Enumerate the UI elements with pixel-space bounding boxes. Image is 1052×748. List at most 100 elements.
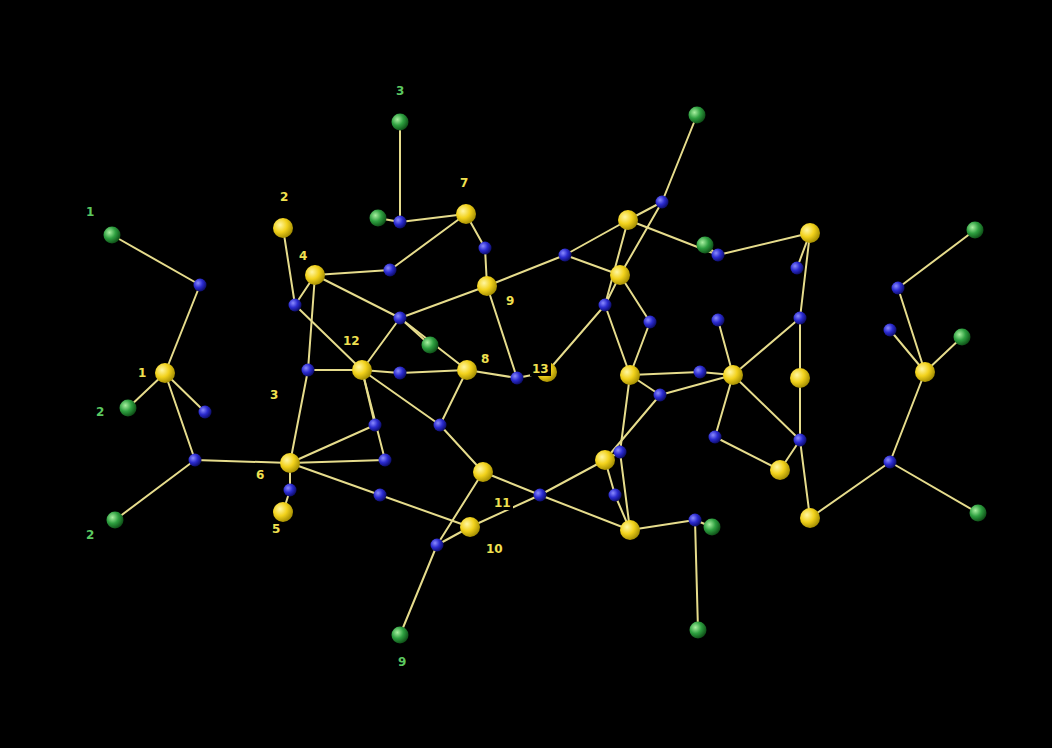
bond: [630, 372, 700, 375]
blue-atom: [431, 539, 444, 552]
bond: [718, 233, 810, 255]
bond: [695, 520, 698, 630]
blue-atom: [394, 216, 407, 229]
atom-number: 3: [394, 84, 406, 98]
bond: [565, 220, 628, 255]
green-atom: [370, 210, 387, 227]
blue-atom: [394, 312, 407, 325]
atom-number: 7: [458, 176, 470, 190]
bond: [800, 440, 810, 518]
yellow-atom: [790, 368, 810, 388]
blue-atom: [609, 489, 622, 502]
blue-atom: [644, 316, 657, 329]
yellow-atom: [473, 462, 493, 482]
green-atom: [120, 400, 137, 417]
atom-number: 1: [84, 205, 96, 219]
bond: [400, 286, 487, 318]
bond: [662, 115, 697, 202]
blue-atom: [712, 314, 725, 327]
yellow-atom: [155, 363, 175, 383]
blue-atom: [379, 454, 392, 467]
bond: [810, 462, 890, 518]
bond: [290, 460, 385, 463]
blue-atom: [289, 299, 302, 312]
blue-atom: [434, 419, 447, 432]
bond: [660, 375, 733, 395]
yellow-atom: [456, 204, 476, 224]
bond: [487, 286, 517, 378]
green-atom: [690, 622, 707, 639]
yellow-atom: [305, 265, 325, 285]
blue-atom: [384, 264, 397, 277]
bond: [437, 472, 483, 545]
atom-number: 12: [341, 334, 362, 348]
green-atom: [704, 519, 721, 536]
blue-atom: [656, 196, 669, 209]
green-atom: [422, 337, 439, 354]
blue-atom: [791, 262, 804, 275]
blue-atom: [884, 456, 897, 469]
yellow-atom: [352, 360, 372, 380]
yellow-atom: [595, 450, 615, 470]
yellow-atom: [770, 460, 790, 480]
bond: [380, 495, 470, 527]
atom-number: 2: [84, 528, 96, 542]
blue-atom: [599, 299, 612, 312]
blue-atom: [199, 406, 212, 419]
blue-atom: [884, 324, 897, 337]
bond: [195, 460, 290, 463]
bond: [165, 373, 195, 460]
atom-number: 10: [484, 542, 505, 556]
atom-number: 13: [530, 362, 551, 376]
yellow-atom: [915, 362, 935, 382]
bond-group: [112, 115, 978, 635]
atom-number: 2: [278, 190, 290, 204]
atom-number: 8: [479, 352, 491, 366]
yellow-atom: [273, 218, 293, 238]
atom-number: 5: [270, 522, 282, 536]
atom-number: 11: [492, 496, 513, 510]
atom-number: 9: [396, 655, 408, 669]
blue-atom: [189, 454, 202, 467]
yellow-atom: [610, 265, 630, 285]
yellow-atom: [800, 223, 820, 243]
atom-number: 1: [136, 366, 148, 380]
bond: [800, 233, 810, 318]
bond: [400, 318, 467, 370]
bond: [290, 463, 380, 495]
blue-atom: [302, 364, 315, 377]
blue-atom: [892, 282, 905, 295]
bond: [715, 437, 780, 470]
bond: [547, 305, 605, 372]
blue-atom: [694, 366, 707, 379]
bond: [890, 372, 925, 462]
bond: [112, 235, 200, 285]
green-atom: [970, 505, 987, 522]
green-atom: [392, 627, 409, 644]
blue-atom: [689, 514, 702, 527]
bond: [115, 460, 195, 520]
blue-atom: [559, 249, 572, 262]
atom-number: 3: [268, 388, 280, 402]
blue-atom: [614, 446, 627, 459]
bond: [315, 275, 400, 318]
green-atom: [104, 227, 121, 244]
yellow-atom: [460, 517, 480, 537]
bond: [400, 370, 467, 373]
atom-number: 9: [504, 294, 516, 308]
blue-atom: [709, 431, 722, 444]
bond: [283, 228, 295, 305]
blue-atom: [369, 419, 382, 432]
green-atom: [697, 237, 714, 254]
blue-atom: [374, 489, 387, 502]
atom-number: 4: [297, 249, 309, 263]
bond: [890, 462, 978, 513]
yellow-atom: [620, 520, 640, 540]
atom-number: 2: [94, 405, 106, 419]
green-atom: [689, 107, 706, 124]
bond: [898, 230, 975, 288]
bond: [487, 255, 565, 286]
atom-number: 6: [254, 468, 266, 482]
